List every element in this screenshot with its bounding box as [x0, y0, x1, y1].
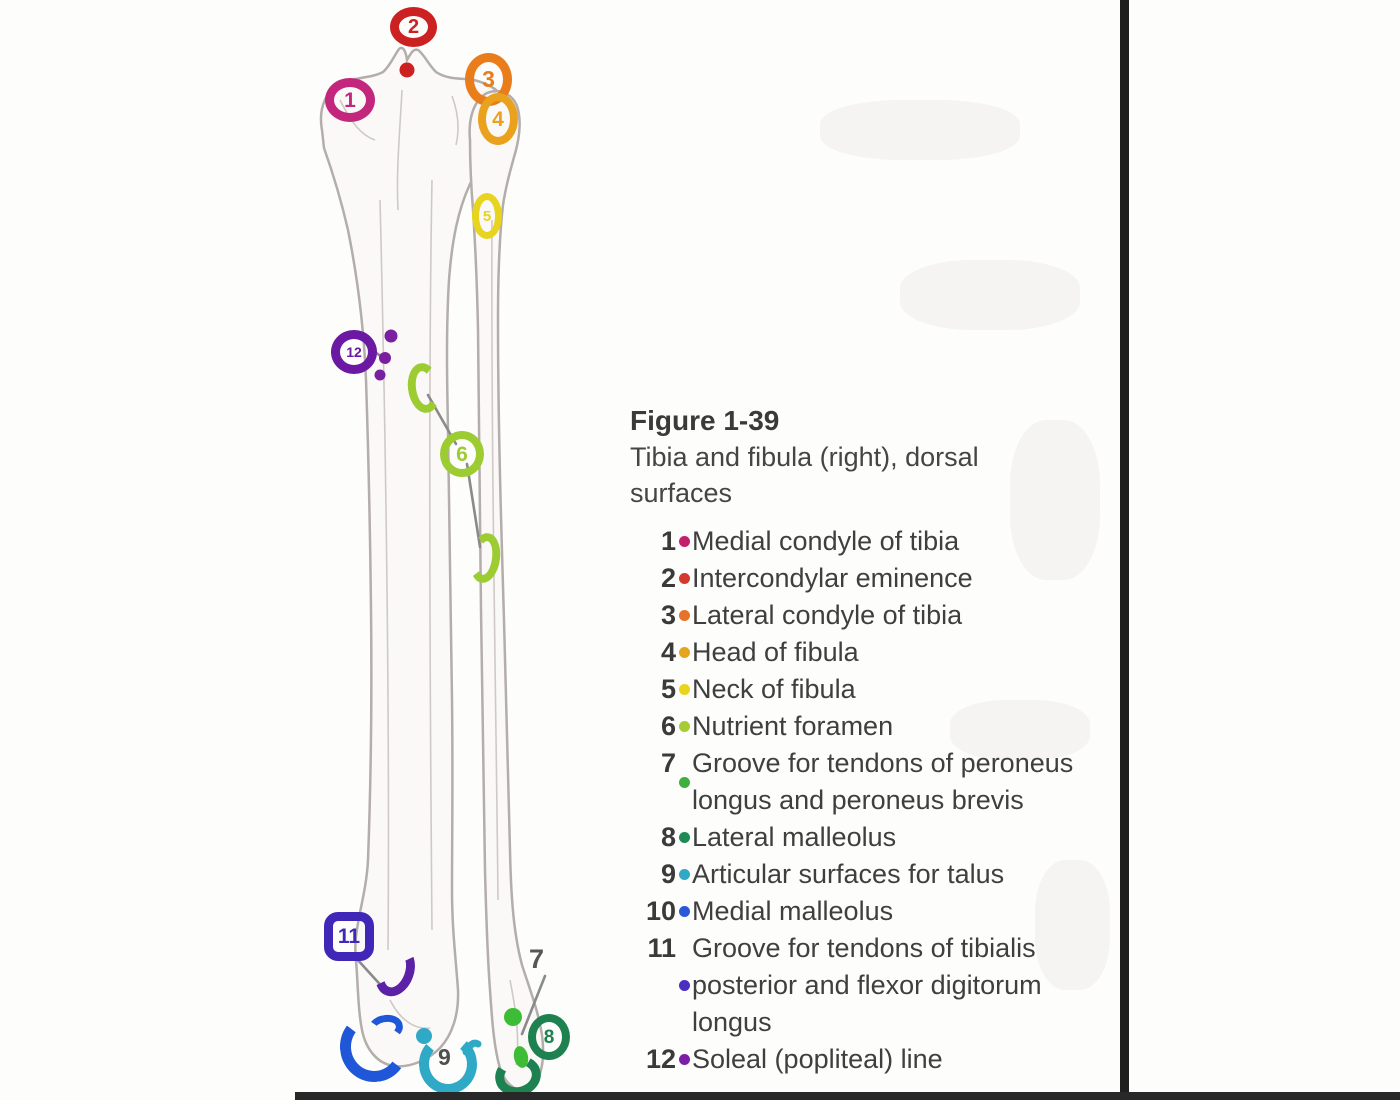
legend-item-6: 6 Nutrient foramen: [630, 708, 1120, 745]
legend-bullet-dot: [676, 634, 692, 671]
legend-item-4: 4 Head of fibula: [630, 634, 1120, 671]
marker-7-label: 7: [529, 944, 545, 974]
legend-item-3: 3 Lateral condyle of tibia: [630, 597, 1120, 634]
legend-bullet-dot: [676, 708, 692, 745]
scan-smudge: [1010, 420, 1100, 580]
legend-number: 11: [647, 933, 676, 963]
marker-4-ring: 4: [478, 93, 518, 145]
legend-label: Articular surfaces for talus: [692, 859, 1005, 889]
figure-legend: Figure 1-39 Tibia and fibula (right), do…: [630, 403, 1120, 1078]
legend-bullet-dot: [676, 597, 692, 634]
legend-item-5: 5 Neck of fibula: [630, 671, 1120, 708]
legend-label: Neck of fibula: [692, 674, 856, 704]
page-edge-bottom: [295, 1092, 1400, 1100]
legend-bullet-dot: [676, 523, 692, 560]
marker-2-ring: 2: [390, 7, 437, 47]
marker-9-curl: [416, 1028, 432, 1044]
marker-11-ring: 11: [324, 912, 374, 961]
marker-12-ring: 12: [331, 330, 377, 374]
legend-list: 1 Medial condyle of tibia 2 Intercondyla…: [630, 523, 1120, 1078]
fibula-outline: [468, 89, 545, 1092]
legend-label: Nutrient foramen: [692, 711, 894, 741]
legend-item-1: 1 Medial condyle of tibia: [630, 523, 1120, 560]
legend-bullet-dot: [676, 930, 692, 1041]
legend-label: Medial condyle of tibia: [692, 526, 960, 556]
legend-number: 6: [660, 711, 676, 741]
tibia-outline: [319, 46, 510, 1068]
intercondylar-red-dot: [399, 62, 415, 78]
legend-item-8: 8 Lateral malleolus: [630, 819, 1120, 856]
legend-item-10: 10 Medial malleolus: [630, 893, 1120, 930]
scan-smudge: [820, 100, 1020, 160]
legend-label: Lateral condyle of tibia: [692, 600, 963, 630]
legend-item-7: 7 Groove for tendons of peroneus longus …: [630, 745, 1120, 819]
page-edge-bar: [1120, 0, 1129, 1100]
talus-marker-tick: [462, 1039, 482, 1056]
legend-number: 9: [660, 859, 676, 889]
legend-label: Medial malleolus: [692, 896, 894, 926]
legend-item-12: 12 Soleal (popliteal) line: [630, 1041, 1120, 1078]
scan-smudge: [1035, 860, 1110, 990]
legend-item-9: 9 Articular surfaces for talus: [630, 856, 1120, 893]
figure-subtitle-line2: surfaces: [630, 478, 733, 508]
marker-5-ring: 5: [472, 193, 502, 239]
soleal-line-dots: [374, 329, 398, 381]
legend-number: 2: [660, 563, 676, 593]
legend-label: Intercondylar eminence: [692, 563, 973, 593]
marker-6-ring: 6: [440, 431, 484, 477]
legend-number: 7: [660, 748, 676, 778]
legend-number: 12: [645, 1044, 676, 1074]
figure-title: Figure 1-39: [630, 405, 780, 436]
legend-label: Groove for tendons of peroneus longus an…: [692, 748, 1074, 815]
legend-bullet-dot: [676, 745, 692, 819]
legend-number: 10: [645, 896, 676, 926]
scan-smudge: [900, 260, 1080, 330]
legend-bullet-dot: [676, 893, 692, 930]
legend-number: 4: [660, 637, 676, 667]
legend-number: 5: [660, 674, 676, 704]
legend-bullet-dot: [676, 1041, 692, 1078]
legend-bullet-dot: [676, 560, 692, 597]
marker-8-ring: 8: [528, 1014, 570, 1060]
legend-item-2: 2 Intercondylar eminence: [630, 560, 1120, 597]
legend-number: 8: [660, 822, 676, 852]
legend-label: Soleal (popliteal) line: [692, 1044, 943, 1074]
legend-number: 3: [660, 600, 676, 630]
legend-bullet-dot: [676, 856, 692, 893]
figure-subtitle-line1: Tibia and fibula (right), dorsal: [630, 442, 979, 472]
marker-1-ring: 1: [325, 78, 375, 122]
legend-number: 1: [660, 526, 676, 556]
legend-bullet-dot: [676, 671, 692, 708]
peroneus-groove-dots: [504, 1008, 529, 1068]
legend-label: Groove for tendons of tibialis posterior…: [692, 933, 1042, 1037]
legend-label: Head of fibula: [692, 637, 859, 667]
marker-9-digit: 9: [438, 1044, 451, 1070]
legend-label: Lateral malleolus: [692, 822, 897, 852]
scan-smudge: [950, 700, 1090, 760]
legend-bullet-dot: [676, 819, 692, 856]
legend-item-11: 11 Groove for tendons of tibialis poster…: [630, 930, 1120, 1041]
